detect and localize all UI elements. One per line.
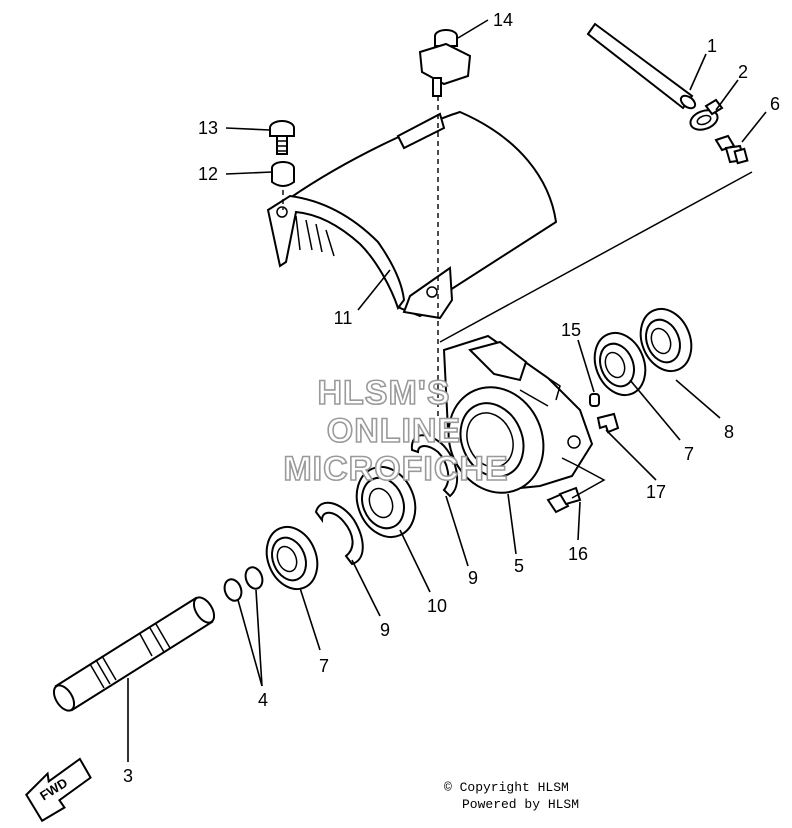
part-16-bolt bbox=[546, 486, 582, 514]
copyright-text: © Copyright HLSM bbox=[444, 780, 569, 795]
part-9-circlip-upper bbox=[410, 434, 459, 498]
callout-6: 6 bbox=[770, 94, 780, 114]
callout-16: 16 bbox=[568, 544, 588, 564]
part-13-bolt bbox=[269, 120, 295, 155]
callout-9-upper: 9 bbox=[468, 568, 478, 588]
part-15-dowel bbox=[589, 393, 600, 407]
part-7-bearing-upper bbox=[593, 331, 647, 397]
callout-2: 2 bbox=[738, 62, 748, 82]
part-6-fitting bbox=[714, 134, 749, 165]
callout-11: 11 bbox=[334, 308, 353, 328]
callout-5: 5 bbox=[514, 556, 524, 576]
callout-7-lower: 7 bbox=[319, 656, 329, 676]
callout-9-lower: 9 bbox=[380, 620, 390, 640]
callout-7-upper: 7 bbox=[684, 444, 694, 464]
part-2-clip bbox=[689, 98, 724, 131]
part-4-o-rings bbox=[223, 566, 264, 602]
part-8-bearing bbox=[639, 307, 693, 373]
callout-15: 15 bbox=[561, 320, 581, 340]
part-12-collar bbox=[271, 161, 295, 187]
footer: © Copyright HLSM Powered by HLSM bbox=[444, 780, 579, 812]
part-14-knob bbox=[418, 29, 472, 97]
part-11-cover bbox=[266, 110, 558, 320]
fwd-arrow: FWD bbox=[25, 757, 92, 823]
part-10-bearing bbox=[355, 466, 417, 538]
callout-4: 4 bbox=[258, 690, 268, 710]
leader-lines bbox=[127, 19, 767, 762]
watermark-line-1: HLSM'S bbox=[317, 374, 450, 412]
part-9-circlip-lower bbox=[314, 501, 364, 566]
callout-8: 8 bbox=[724, 422, 734, 442]
assembly-lines bbox=[282, 96, 753, 499]
callout-14: 14 bbox=[493, 10, 513, 30]
part-5-housing bbox=[442, 334, 594, 494]
powered-by-text: Powered by HLSM bbox=[462, 797, 579, 812]
callout-12: 12 bbox=[198, 164, 218, 184]
part-3-shaft bbox=[52, 596, 216, 712]
watermark-line-3: MICROFICHE bbox=[283, 450, 508, 488]
part-7-bearing-lower bbox=[265, 525, 319, 591]
callouts: 1 2 3 4 5 6 7 7 8 9 9 10 11 12 13 14 15 … bbox=[123, 10, 780, 786]
watermark: HLSM'S ONLINE MICROFICHE bbox=[283, 373, 509, 489]
callout-3: 3 bbox=[123, 766, 133, 786]
callout-13: 13 bbox=[198, 118, 218, 138]
callout-10: 10 bbox=[427, 596, 447, 616]
part-1-pin bbox=[586, 22, 697, 110]
part-17-plate bbox=[596, 412, 620, 434]
callout-17: 17 bbox=[646, 482, 666, 502]
callout-1: 1 bbox=[707, 36, 717, 56]
watermark-line-2: ONLINE bbox=[327, 412, 461, 450]
